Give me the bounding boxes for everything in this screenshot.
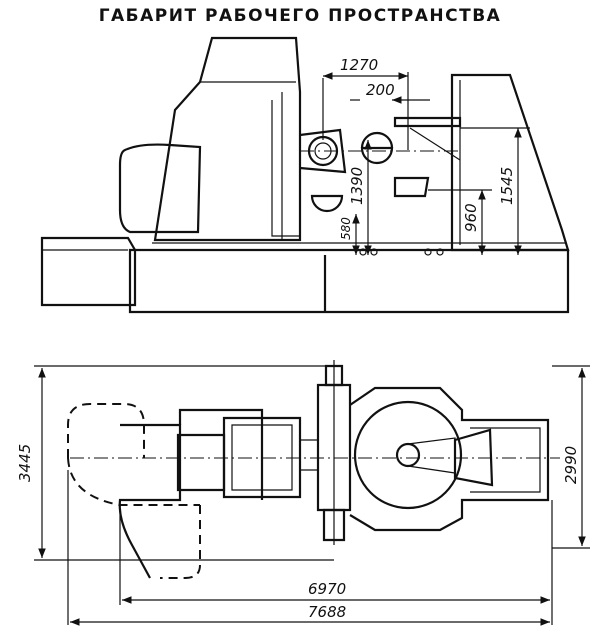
spindle-nose <box>395 442 421 468</box>
gear-housing <box>176 433 226 492</box>
workpiece-upper <box>360 146 394 165</box>
machine-base <box>128 248 570 314</box>
motor-housing <box>118 143 202 234</box>
faceplate <box>353 400 463 510</box>
main-column <box>153 36 302 242</box>
fixture-symbols <box>359 248 444 256</box>
loading-block <box>40 236 137 307</box>
dim-2990: 2990 <box>562 446 580 484</box>
dim-6970: 6970 <box>308 580 346 598</box>
faceplate-housing <box>349 386 550 532</box>
dim-580: 580 <box>339 217 353 240</box>
swing-area-lower <box>160 505 201 579</box>
top-view: 3445 2990 6970 7688 <box>16 360 590 626</box>
workpiece-lower <box>310 194 344 213</box>
side-view: 1270 200 1390 580 960 1545 <box>40 36 570 314</box>
drawing-title: ГАБАРИТ РАБОЧЕГО ПРОСТРАНСТВА <box>98 6 502 26</box>
dim-1270: 1270 <box>340 56 378 74</box>
dim-200: 200 <box>366 81 395 99</box>
dim-960: 960 <box>462 203 480 232</box>
dim-1390: 1390 <box>348 167 366 205</box>
base-frame <box>118 423 182 579</box>
tailstock <box>450 73 570 252</box>
dim-3445: 3445 <box>16 444 34 482</box>
dim-7688: 7688 <box>308 603 346 621</box>
swing-area-upper <box>67 403 145 458</box>
dim-1545: 1545 <box>498 167 516 205</box>
